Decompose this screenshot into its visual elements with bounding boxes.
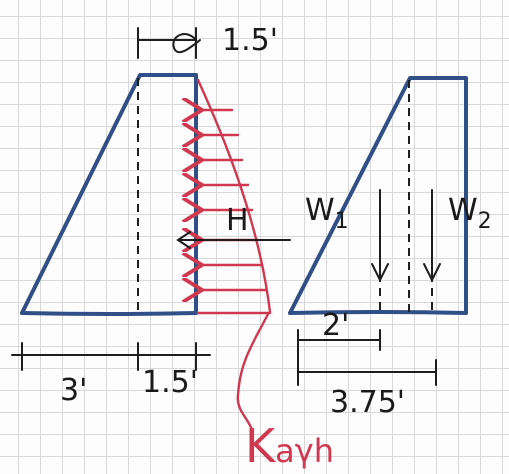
force-h-arrow	[176, 231, 291, 249]
arm-2-label: 3.75'	[330, 385, 405, 420]
weight-2-label: W2	[448, 193, 492, 234]
arm-1-label: 2'	[322, 308, 349, 343]
base-left-label: 3'	[60, 373, 87, 408]
force-h-label: H	[226, 203, 249, 238]
pressure-formula-label: Kaγh	[245, 419, 334, 473]
weight-arrows	[371, 189, 441, 283]
top-dimension	[137, 27, 201, 59]
base-right-label: 1.5'	[142, 365, 198, 400]
pressure-diagram	[198, 78, 272, 432]
top-width-label: 1.5'	[222, 23, 278, 58]
left-wall	[20, 73, 198, 316]
pressure-arrows	[202, 110, 268, 290]
weight-1-label: W1	[305, 193, 349, 234]
arm-dimensions	[297, 329, 437, 386]
base-dimension	[11, 342, 211, 371]
